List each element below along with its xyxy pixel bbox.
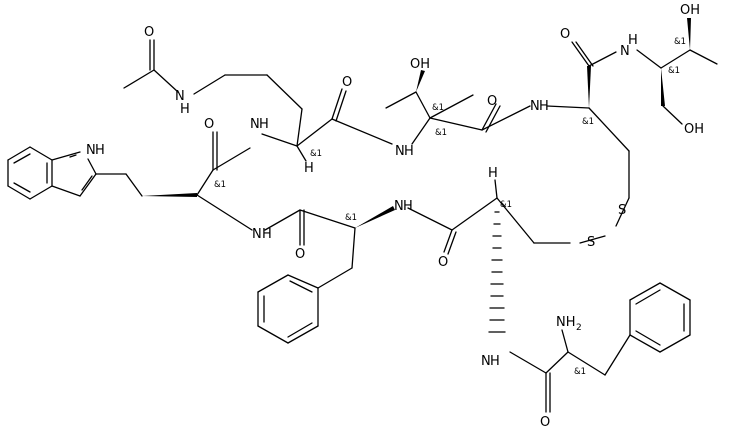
n-terminal-phe bbox=[509, 282, 691, 413]
dcys-alpha-h: H bbox=[488, 166, 498, 181]
cys-carbonyl-o: O bbox=[560, 27, 570, 42]
trp-carbonyl-o: O bbox=[204, 117, 214, 132]
thrl-stereo-b: &1 bbox=[674, 37, 686, 47]
lys-side-n-label: N bbox=[175, 89, 185, 104]
indole-ring bbox=[7, 146, 143, 200]
cys-stereo-label: &1 bbox=[582, 117, 594, 127]
lys-carbonyl-o: O bbox=[342, 75, 352, 90]
lys-residue bbox=[123, 39, 393, 162]
thrl-h-label: H bbox=[628, 33, 638, 48]
dcys-carbonyl-o: O bbox=[438, 255, 448, 270]
indole-n-label: N bbox=[86, 143, 96, 158]
thr-stereo-a: &1 bbox=[432, 103, 444, 113]
lys-n-label: N bbox=[250, 117, 260, 132]
trp-stereo-label: &1 bbox=[214, 180, 226, 190]
phe-h-label: H bbox=[403, 199, 413, 214]
thrl-n-label: N bbox=[620, 44, 630, 59]
thrl-oh-top: OH bbox=[680, 3, 700, 18]
phe-n-label: N bbox=[394, 199, 404, 214]
phe1-stereo-label: &1 bbox=[574, 367, 586, 377]
cys-h-label: H bbox=[539, 99, 549, 114]
phe-carbonyl-o: O bbox=[295, 247, 305, 262]
dcys-stereo-label: &1 bbox=[500, 200, 512, 210]
thrl-stereo-a: &1 bbox=[668, 66, 680, 76]
acetyl-carbonyl-o: O bbox=[144, 25, 154, 40]
thr-oh-label: OH bbox=[410, 57, 430, 72]
trp-backbone bbox=[142, 131, 253, 231]
thr-stereo-b: &1 bbox=[435, 128, 447, 138]
phe-residue bbox=[257, 206, 395, 344]
trp-n-label: N bbox=[252, 227, 262, 242]
lys-side-h-label: H bbox=[180, 102, 190, 117]
phe-stereo-label: &1 bbox=[345, 213, 357, 223]
sulfur-2: S bbox=[587, 235, 595, 250]
phe1-carbonyl-o: O bbox=[540, 415, 550, 430]
indole-h-label: H bbox=[95, 143, 105, 158]
nh2-label: NH bbox=[556, 315, 576, 330]
thr-n-label: N bbox=[395, 144, 405, 159]
thr-residue bbox=[385, 70, 531, 145]
lys-alpha-h: H bbox=[304, 161, 314, 176]
dcys-hash-bond bbox=[488, 211, 506, 333]
phe1-n-label: N bbox=[481, 354, 491, 369]
cys-residue bbox=[546, 41, 630, 199]
thrl-oh-bottom: OH bbox=[684, 122, 704, 137]
thr-carbonyl-o: O bbox=[487, 94, 497, 109]
cys-n-label: N bbox=[530, 99, 540, 114]
trp-h-label: H bbox=[262, 227, 272, 242]
nh2-subscript: 2 bbox=[576, 323, 582, 333]
phe1-h-label: H bbox=[490, 354, 500, 369]
lys-stereo-label: &1 bbox=[310, 149, 322, 159]
lys-h-label: H bbox=[259, 117, 269, 132]
threoninol bbox=[636, 18, 718, 125]
sulfur-1: S bbox=[618, 203, 626, 218]
thr-h-label: H bbox=[404, 144, 414, 159]
disulfide-bridge bbox=[407, 179, 630, 333]
